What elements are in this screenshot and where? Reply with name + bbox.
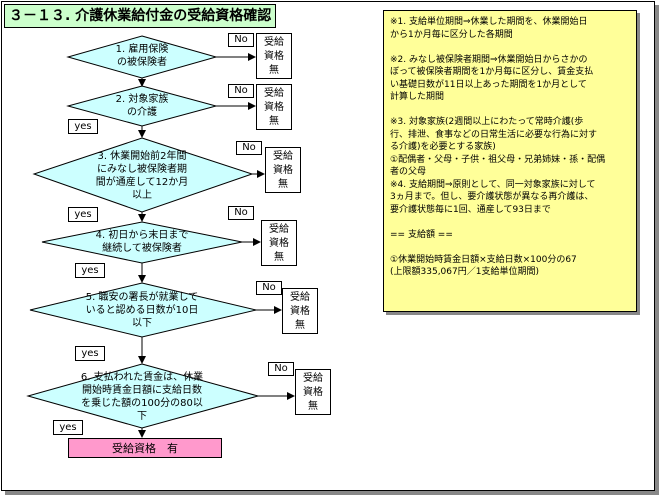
no-label-3: No [236, 141, 262, 155]
final-result-box: 受給資格 有 [68, 438, 222, 458]
no-label-4: No [228, 206, 254, 220]
decision-6-label: 6. 支払われた賃金は、休業 開始時賃金日額に支給日数 を乗じた額の100分の8… [80, 372, 204, 422]
yes-label-3: yes [68, 207, 98, 222]
result-box-5: 受給 資格 無 [282, 288, 318, 334]
result-box-6: 受給 資格 無 [295, 369, 331, 415]
yes-label-5: yes [75, 346, 105, 361]
yes-label-4: yes [75, 263, 105, 278]
no-label-6: No [268, 362, 294, 376]
decision-3-label: 3. 休業開始前2年間 にみなし被保険者期 間が通産して12か月 以上 [95, 151, 189, 201]
no-label-1: No [228, 33, 254, 47]
decision-4-label: 4. 初日から末日まで 継続して被保険者 [95, 230, 189, 254]
decision-1-label: 1. 雇用保険 の被保険者 [115, 44, 169, 68]
yes-label-6: yes [53, 420, 83, 435]
result-box-1: 受給 資格 無 [256, 33, 292, 79]
page-title: ３－１３. 介護休業給付金の受給資格確認 [4, 4, 276, 28]
no-label-2: No [228, 84, 254, 98]
decision-5-label: 5. 職安の署長が就業して いると認める日数が10日 以下 [85, 292, 199, 329]
decision-2-label: 2. 対象家族 の介護 [115, 94, 169, 118]
result-box-3: 受給 資格 無 [265, 147, 301, 193]
yes-label-2: yes [68, 119, 98, 134]
notes-panel: ※1. 支給単位期間⇒休業した期間を、休業開始日 から1か月毎に区分した各期間 … [383, 10, 637, 312]
result-box-4: 受給 資格 無 [261, 220, 297, 266]
no-label-5: No [256, 281, 282, 295]
result-box-2: 受給 資格 無 [256, 84, 292, 130]
